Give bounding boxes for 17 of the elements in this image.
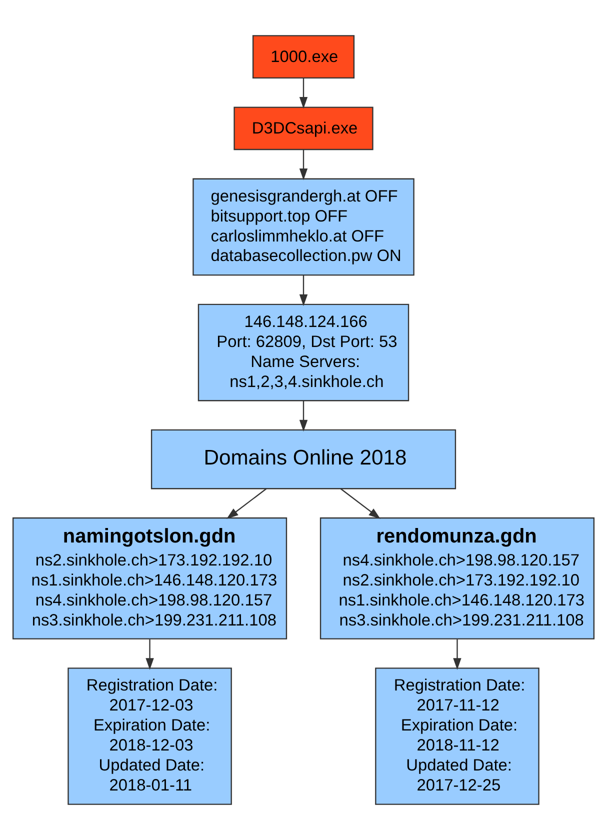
node-box: 146.148.124.166 Port: 62809, Dst Port: 53 Name Servers: ns1,2,3,4.sinkhole.ch [198,304,410,402]
node-box: Domains Online 2018 [150,429,456,490]
arrow [299,150,308,180]
node-box: D3DCsapi.exe [234,106,374,150]
node-box: Registration Date: 2017-12-03 Expiration Date: 2018-12-03 Updated Date: 2018-01-11 [68,668,232,805]
arrow [453,639,462,670]
node-box: 1000.exe [252,35,355,79]
node-box: Registration Date: 2017-11-12 Expiration Date: 2018-11-12 Updated Date: 2017-12-25 [375,668,540,805]
node-box: namingotslon.gdn ns2.sinkhole.ch>173.192.192.10 ns1.sinkhole.ch>146.148.120.173 ns4.sinkhole.ch>198.98.120.157 ns3.sinkhole.ch>199.231.211.108 [12,517,288,640]
arrow [299,275,308,306]
arrow [299,400,308,432]
arrow [299,78,308,109]
node-box: rendomunza.gdn ns4.sinkhole.ch>198.98.120.157 ns2.sinkhole.ch>173.192.192.10 ns1.sinkhole.ch>146.148.120.173 ns3.sinkhole.ch>199.231.211.108 [320,517,595,640]
node-box: genesisgrandergh.at OFF bitsupport.top OFF carloslimmheklo.at OFF databasecollection.pw ON [192,178,414,276]
arrow [146,639,154,670]
arrow [226,488,267,519]
arrow [340,488,380,519]
